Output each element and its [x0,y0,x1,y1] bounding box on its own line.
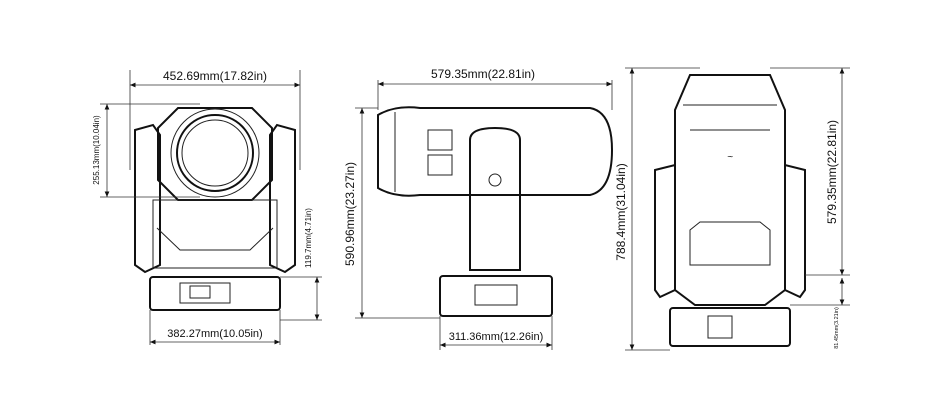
svg-text:~: ~ [727,152,733,163]
front-base-height-label: 119.7mm(4.71in) [304,208,313,268]
back-view: ~ 788.4mm(31.04in) 579.35mm(22.81in) 81.… [614,67,850,351]
front-base-width-label: 382.27mm(10.05in) [167,328,262,340]
back-base-height-label: 81.45mm(3.21in) [834,307,840,349]
side-length-label: 579.35mm(22.81in) [431,67,535,81]
side-fixture-drawing [377,106,614,317]
side-view: 579.35mm(22.81in) 590.96mm(23.27in) 311.… [343,67,614,350]
side-height-label: 590.96mm(23.27in) [343,162,357,266]
back-fixture-drawing: ~ [654,74,806,347]
back-total-height-label: 788.4mm(31.04in) [614,163,628,260]
front-view: 452.69mm(17.82in) 255.13mm(10.04in) 119.… [92,69,322,345]
front-fixture-drawing [134,107,296,311]
front-head-height-label: 255.13mm(10.04in) [92,115,101,185]
back-upper-height-label: 579.35mm(22.81in) [825,120,839,224]
front-width-label: 452.69mm(17.82in) [163,69,267,83]
side-base-width-label: 311.36mm(12.26in) [449,331,544,343]
